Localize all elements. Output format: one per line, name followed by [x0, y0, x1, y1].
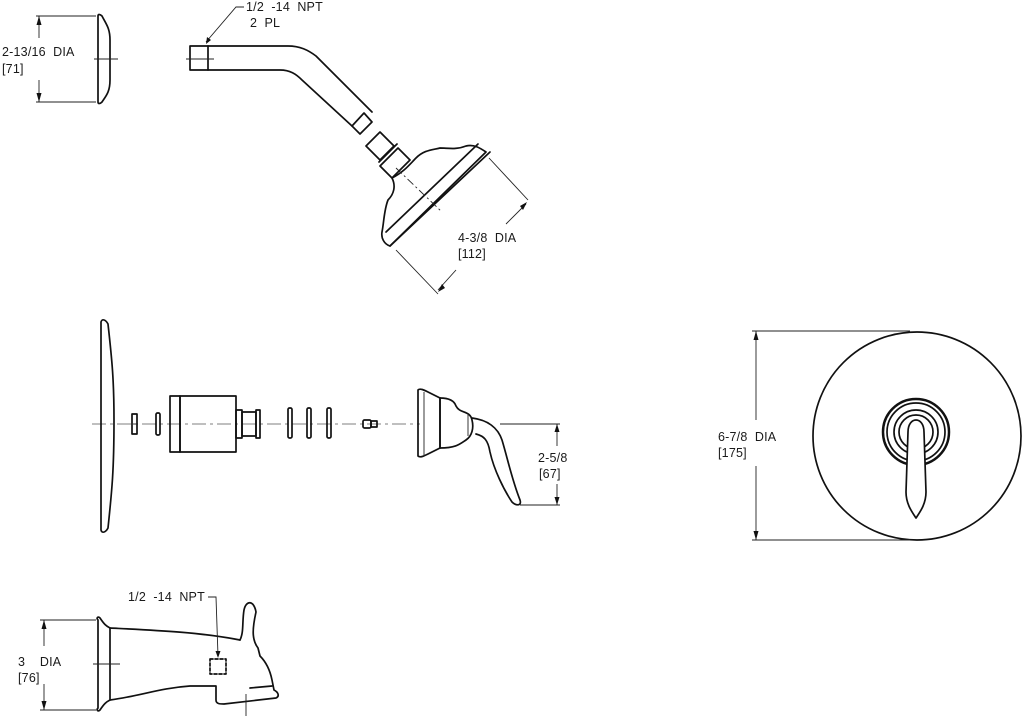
shower-arm-qty-callout: 2 PL — [250, 16, 281, 30]
tub-spout-metric-label: [76] — [18, 671, 40, 685]
valve-exploded-drawing — [92, 318, 560, 534]
trim-plate-dimension-label: 6-7/8 DIA — [718, 430, 777, 444]
flange-drawing — [36, 13, 118, 105]
tub-spout-drawing — [40, 596, 280, 716]
shower-arm-drawing — [186, 6, 373, 135]
shower-head-dimension-label: 4-3/8 DIA — [458, 231, 517, 245]
tub-spout-thread-callout: 1/2 -14 NPT — [128, 590, 205, 604]
handle-height-metric-label: [67] — [539, 467, 561, 481]
tub-spout-dimension-label: 3 DIA — [18, 655, 62, 669]
flange-metric-label: [71] — [2, 62, 24, 76]
shower-head-drawing — [365, 131, 529, 295]
trim-plate-metric-label: [175] — [718, 446, 747, 460]
shower-arm-thread-callout: 1/2 -14 NPT — [246, 0, 323, 14]
shower-head-metric-label: [112] — [458, 247, 486, 261]
flange-dimension-label: 2-13/16 DIA — [2, 45, 75, 59]
trim-plate-front-drawing — [752, 330, 1022, 541]
handle-height-dimension-label: 2-5/8 — [538, 451, 568, 465]
